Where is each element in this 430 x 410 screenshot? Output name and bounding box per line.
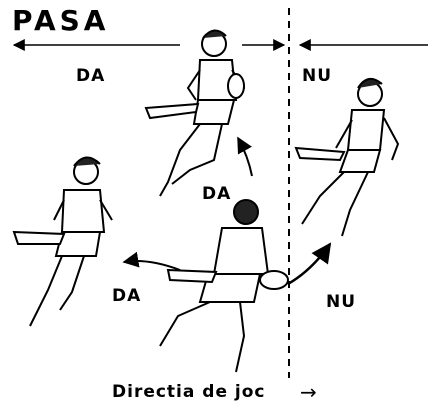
- caption-arrow-icon: →: [300, 380, 318, 404]
- player-right-figure: [294, 77, 400, 237]
- label-yes-bottom-left: DA: [112, 286, 142, 306]
- ball-carrier-figure: [159, 199, 289, 373]
- caption-play-direction: Directia de joc: [112, 382, 266, 402]
- pass-arrow-left: [122, 251, 181, 271]
- label-yes-top-left: DA: [76, 66, 106, 86]
- player-left-figure: [12, 156, 113, 327]
- label-no-bottom-right: NU: [326, 292, 357, 312]
- pass-arrow-forward: [287, 242, 332, 286]
- title-heading: PASA: [12, 4, 110, 37]
- label-no-top-right: NU: [302, 66, 333, 86]
- label-yes-middle: DA: [202, 184, 232, 204]
- player-top-figure: [144, 29, 246, 197]
- pass-arrow-middle: [237, 136, 253, 177]
